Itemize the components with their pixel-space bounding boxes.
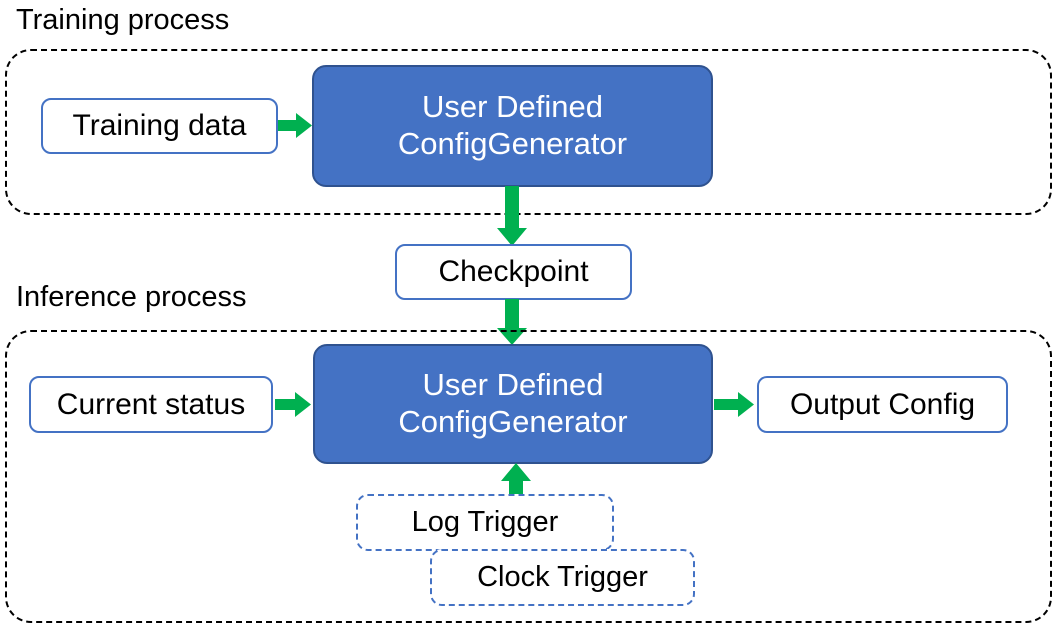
training-data-label: Training data	[72, 109, 247, 143]
checkpoint-label: Checkpoint	[438, 255, 589, 289]
inference-process-label: Inference process	[16, 281, 247, 313]
training-process-container	[5, 49, 1052, 215]
arrow-checkpoint-to-inference-processor	[497, 299, 527, 345]
inference-process-container	[5, 330, 1052, 623]
arrow-training-data-to-processor	[278, 113, 312, 138]
clock-trigger-label: Clock Trigger	[477, 561, 648, 594]
training-config-generator-box[interactable]: User Defined ConfigGenerator	[312, 65, 713, 187]
clock-trigger-box[interactable]: Clock Trigger	[430, 549, 695, 606]
output-config-label: Output Config	[789, 387, 976, 421]
current-status-label: Current status	[56, 387, 246, 421]
arrow-current-status-to-processor	[275, 392, 311, 417]
inference-processor-line1: User Defined	[422, 367, 604, 403]
arrow-triggers-to-processor	[501, 463, 531, 497]
current-status-box[interactable]: Current status	[29, 376, 273, 433]
log-trigger-label: Log Trigger	[411, 506, 559, 539]
log-trigger-box[interactable]: Log Trigger	[356, 494, 614, 551]
training-processor-line1: User Defined	[422, 89, 603, 125]
arrow-processor-to-output-config	[714, 392, 754, 417]
inference-processor-line2: ConfigGenerator	[398, 404, 628, 439]
arrow-training-processor-to-checkpoint	[497, 186, 527, 246]
training-processor-line2: ConfigGenerator	[397, 126, 628, 161]
training-data-box[interactable]: Training data	[41, 98, 278, 154]
inference-config-generator-box[interactable]: User Defined ConfigGenerator	[313, 344, 713, 464]
output-config-box[interactable]: Output Config	[757, 376, 1008, 433]
training-process-label: Training process	[16, 4, 230, 36]
checkpoint-box[interactable]: Checkpoint	[395, 244, 632, 300]
